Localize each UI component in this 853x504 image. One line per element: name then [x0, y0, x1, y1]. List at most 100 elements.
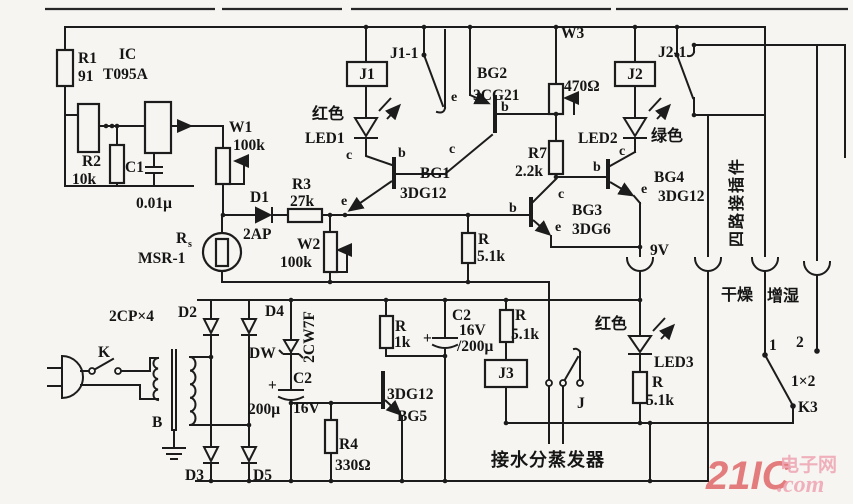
bg1-pin-c: c — [346, 148, 352, 163]
c1-value: 0.01μ — [136, 195, 172, 212]
d4-label: D4 — [265, 303, 284, 320]
labels: R1 91 IC T095A R2 10k C1 0.01μ W1 100k R… — [72, 25, 818, 484]
bg3-pin-e: e — [555, 220, 561, 235]
pot-w2 — [322, 230, 339, 274]
led2-symbol — [622, 117, 648, 139]
bg2-model: 3CG21 — [473, 87, 520, 104]
diode-d3 — [202, 446, 220, 464]
led2-light-arrows — [648, 98, 669, 119]
k3-label: K3 — [798, 399, 818, 416]
contact-j1-1-label: J1-1 — [390, 45, 418, 62]
diode-d1 — [255, 206, 273, 224]
r2-label: R2 — [82, 153, 101, 170]
humidify-label: 增湿 — [767, 286, 799, 305]
r1k-value: 1k — [394, 334, 411, 351]
d3-label: D3 — [185, 467, 204, 484]
c2-filter-label: C2 — [293, 370, 312, 387]
c2-filter-value1: 200μ — [248, 401, 280, 418]
w1-value: 100k — [233, 137, 265, 154]
w3-label: W3 — [561, 25, 585, 42]
bg4-pin-e: e — [641, 182, 647, 197]
connector-label: 四路接插件 — [727, 157, 746, 247]
ic-label: IC — [119, 46, 136, 63]
sensor-rs-circle — [201, 231, 243, 273]
bg4-emitter-arrow — [609, 181, 635, 197]
bg3-label: BG3 — [572, 202, 602, 219]
resistor-r7 — [547, 139, 565, 176]
connector-socket-icons — [625, 256, 832, 276]
ic-gate-2 — [143, 100, 173, 155]
c2-delay-label: C2 — [452, 307, 471, 324]
junction-dots — [103, 24, 820, 484]
watermark-logo: 21IC — [705, 454, 792, 498]
bg4-model: 3DG12 — [658, 188, 705, 205]
bg4-pin-b: b — [593, 160, 601, 175]
zener-dw — [278, 339, 304, 359]
bg1-pin-b: b — [398, 146, 406, 161]
diode-d5 — [240, 446, 258, 464]
c1-label: C1 — [125, 159, 144, 176]
switch-type-label: 1×2 — [791, 373, 816, 390]
r7-value: 2.2k — [515, 163, 543, 180]
led3-label: LED3 — [654, 354, 694, 371]
bg5-label: BG5 — [397, 408, 427, 425]
transformer-b-label: B — [152, 414, 162, 431]
bg3-pin-c: c — [558, 187, 564, 202]
w3-value: 470Ω — [564, 78, 600, 95]
rs-sub: s — [188, 239, 192, 250]
bg1-emitter-arrow — [347, 180, 393, 212]
evaporator-label: 接水分蒸发器 — [491, 449, 605, 471]
resistor-r2 — [108, 143, 126, 185]
watermark-site: 电子网 — [780, 453, 837, 476]
c2-delay-value1: 16V — [459, 322, 487, 339]
bg5-model: 3DG12 — [387, 386, 434, 403]
bg1-pin-e: e — [341, 194, 347, 209]
bg1-model: 3DG12 — [400, 185, 447, 202]
r1k-label: R — [395, 318, 407, 335]
w2-value: 100k — [280, 254, 312, 271]
transformer-secondary-coil — [188, 355, 197, 427]
pot-w3 — [547, 82, 565, 116]
led2-label: LED2 — [578, 130, 618, 147]
r7-label: R7 — [528, 145, 547, 162]
pot-w1 — [214, 146, 232, 186]
contact-j2-1-label: J2-1 — [658, 44, 686, 61]
r3-value: 27k — [290, 193, 315, 210]
resistor-r51a — [460, 231, 477, 265]
bg3-model: 3DG6 — [572, 221, 611, 238]
r1-label: R1 — [78, 50, 97, 67]
bg2-pin-e: e — [451, 90, 457, 105]
bg3-pin-b: b — [509, 201, 517, 216]
pos2-label: 2 — [796, 334, 804, 351]
dry-label: 干燥 — [721, 285, 754, 304]
led1-light-arrows — [378, 98, 399, 119]
resistor-r1 — [55, 48, 75, 88]
r1-value: 91 — [78, 68, 94, 85]
bg1-label: BG1 — [420, 165, 450, 182]
diode-d4 — [240, 318, 258, 336]
contact-j-label: J — [577, 395, 585, 412]
rs-model: MSR-1 — [138, 250, 185, 267]
bg5-emitter-arrow — [384, 399, 403, 417]
resistor-r4 — [323, 418, 339, 455]
c2-delay-value2: /200μ — [456, 338, 494, 355]
bridge-label: 2CP×4 — [109, 308, 154, 325]
r2-value: 10k — [72, 171, 97, 188]
bg2-label: BG2 — [477, 65, 507, 82]
pos1-label: 1 — [769, 337, 777, 354]
led1-label: LED1 — [305, 130, 345, 147]
led1-symbol — [353, 117, 379, 139]
transformer-primary-coil — [152, 356, 160, 402]
capacitor-c2-filter — [277, 389, 305, 401]
watermark: 21IC 电子网 .com — [705, 453, 837, 498]
resistor-r-led3 — [631, 370, 649, 405]
diode-d2 — [202, 318, 220, 336]
d5-label: D5 — [253, 467, 272, 484]
led3-light-arrows — [652, 318, 673, 339]
bg3-emitter-arrow — [532, 219, 552, 236]
capacitor-c2-delay — [431, 337, 459, 349]
diodes — [202, 117, 653, 464]
ic-gate-1 — [76, 102, 101, 154]
wires — [47, 26, 846, 482]
